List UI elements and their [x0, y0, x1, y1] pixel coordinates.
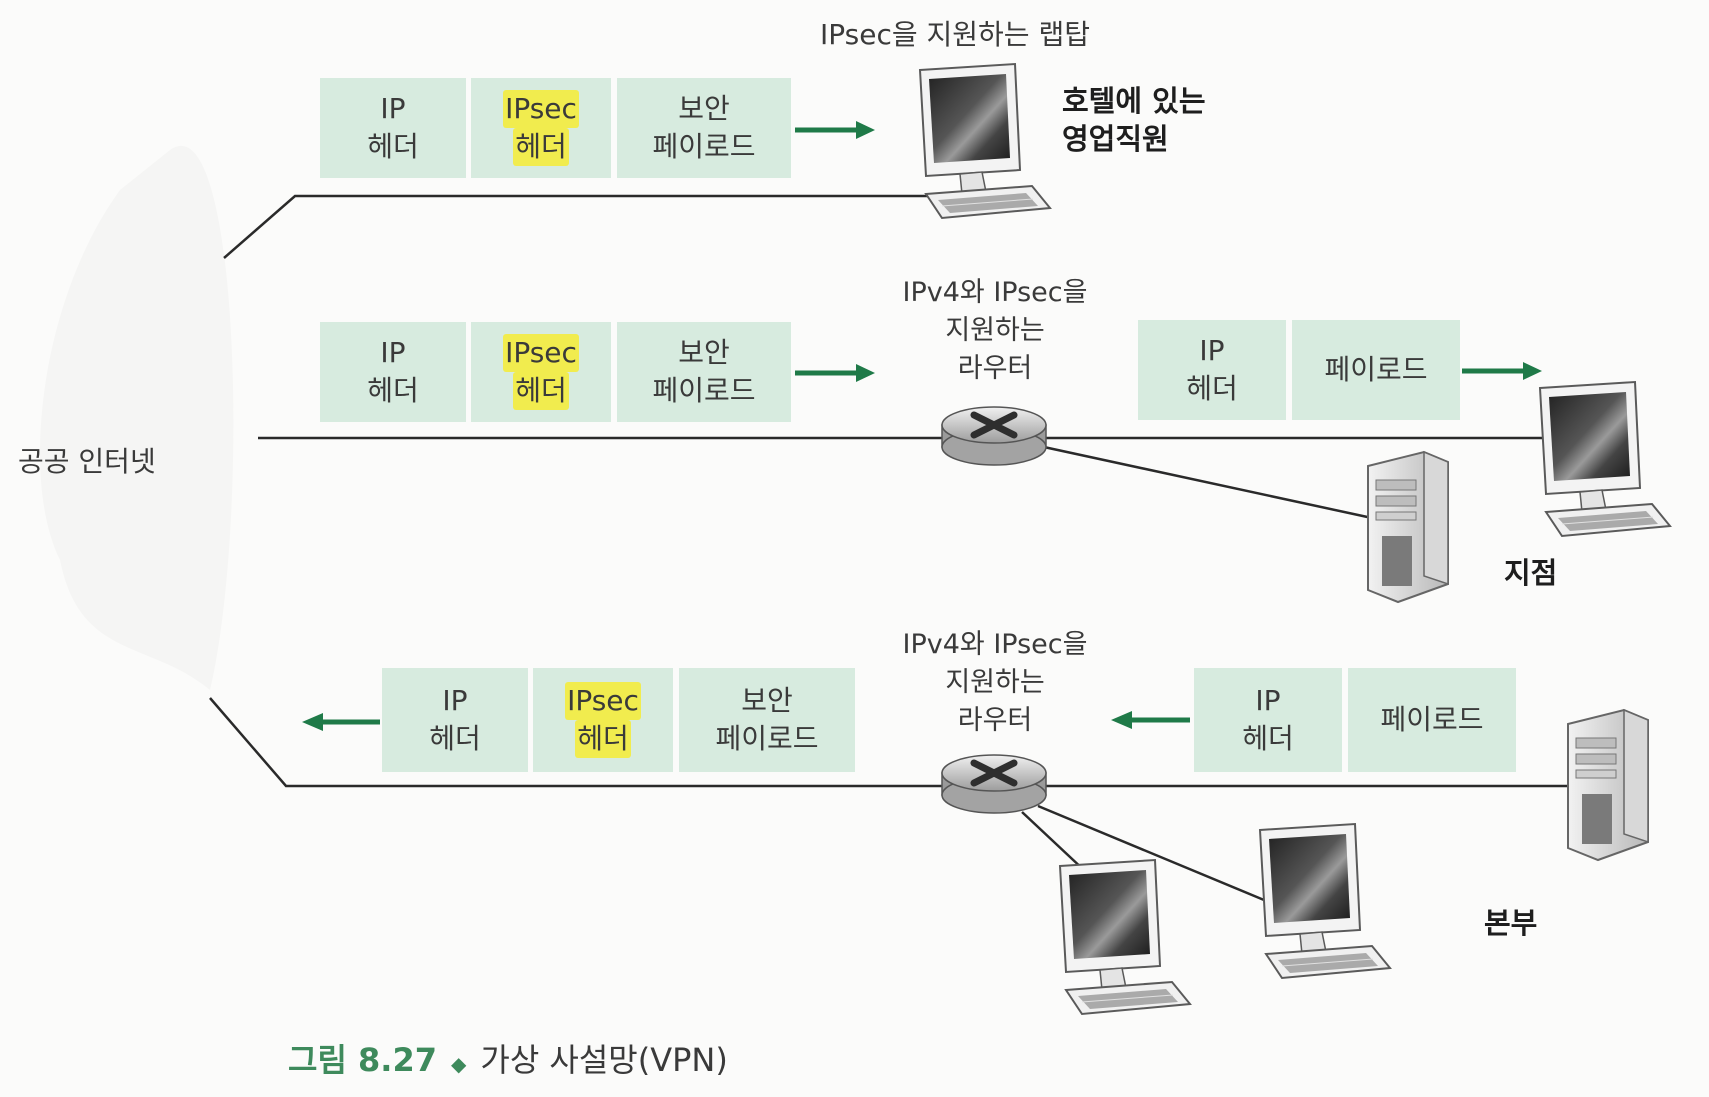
arrow-left-1 — [302, 713, 380, 731]
figure-title: 가상 사설망(VPN) — [480, 1041, 728, 1079]
row2-ip-header: IP 헤더 — [320, 322, 466, 422]
arrows — [302, 121, 1542, 731]
branch-label: 지점 — [1504, 556, 1558, 590]
row1-ipsec-header: IPsec 헤더 — [471, 78, 611, 178]
row2-secure-payload: 보안 페이로드 — [617, 322, 791, 422]
laptop-monitor-icon — [919, 63, 1051, 219]
hq-pc1-link — [1021, 811, 1087, 873]
laptop-link — [223, 194, 935, 259]
arrow-right-3 — [1462, 362, 1542, 380]
row1-ip-header: IP 헤더 — [320, 78, 466, 178]
laptop-user-label: 호텔에 있는 영업직원 — [1062, 82, 1206, 158]
hq-router-icon — [942, 755, 1046, 813]
row3-ip-header: IP 헤더 — [382, 668, 528, 772]
branch-server-link — [1029, 442, 1373, 520]
branch-router-icon — [942, 407, 1046, 465]
hq-internet-link — [209, 697, 944, 788]
branch-server-icon — [1367, 451, 1449, 603]
row1-secure-payload: 보안 페이로드 — [617, 78, 791, 178]
row3-plain-payload: 페이로드 — [1348, 668, 1516, 772]
arrow-right-2 — [795, 364, 875, 382]
figure-caption: 그림 8.27 ◆ 가상 사설망(VPN) — [288, 1040, 728, 1084]
laptop-user-line2: 영업직원 — [1062, 122, 1169, 156]
arrow-left-2 — [1111, 711, 1190, 729]
hq-pc1-icon — [1059, 859, 1191, 1015]
branch-router-caption: IPv4와 IPsec을 지원하는 라우터 — [902, 277, 1088, 384]
row3-ipsec-header: IPsec 헤더 — [533, 668, 673, 772]
row3-plain-ip-header: IP 헤더 — [1194, 668, 1342, 772]
caption-bullet: ◆ — [450, 1052, 467, 1076]
row2-ipsec-header: IPsec 헤더 — [471, 322, 611, 422]
branch-pc-icon — [1539, 381, 1671, 537]
internet-label: 공공 인터넷 — [18, 445, 156, 478]
hq-server-icon — [1567, 709, 1649, 861]
hq-pc2-link — [1037, 804, 1265, 902]
hq-pc2-icon — [1259, 823, 1391, 979]
laptop-user-line1: 호텔에 있는 — [1062, 84, 1206, 118]
row2-plain-payload: 페이로드 — [1292, 320, 1460, 420]
row3-secure-payload: 보안 페이로드 — [679, 668, 855, 772]
arrow-right-1 — [795, 121, 875, 139]
figure-number: 그림 8.27 — [288, 1041, 437, 1079]
laptop-caption: IPsec을 지원하는 랩탑 — [820, 18, 1090, 51]
hq-router-caption: IPv4와 IPsec을 지원하는 라우터 — [902, 629, 1088, 736]
row2-plain-ip-header: IP 헤더 — [1138, 320, 1286, 420]
hq-label: 본부 — [1484, 906, 1538, 940]
